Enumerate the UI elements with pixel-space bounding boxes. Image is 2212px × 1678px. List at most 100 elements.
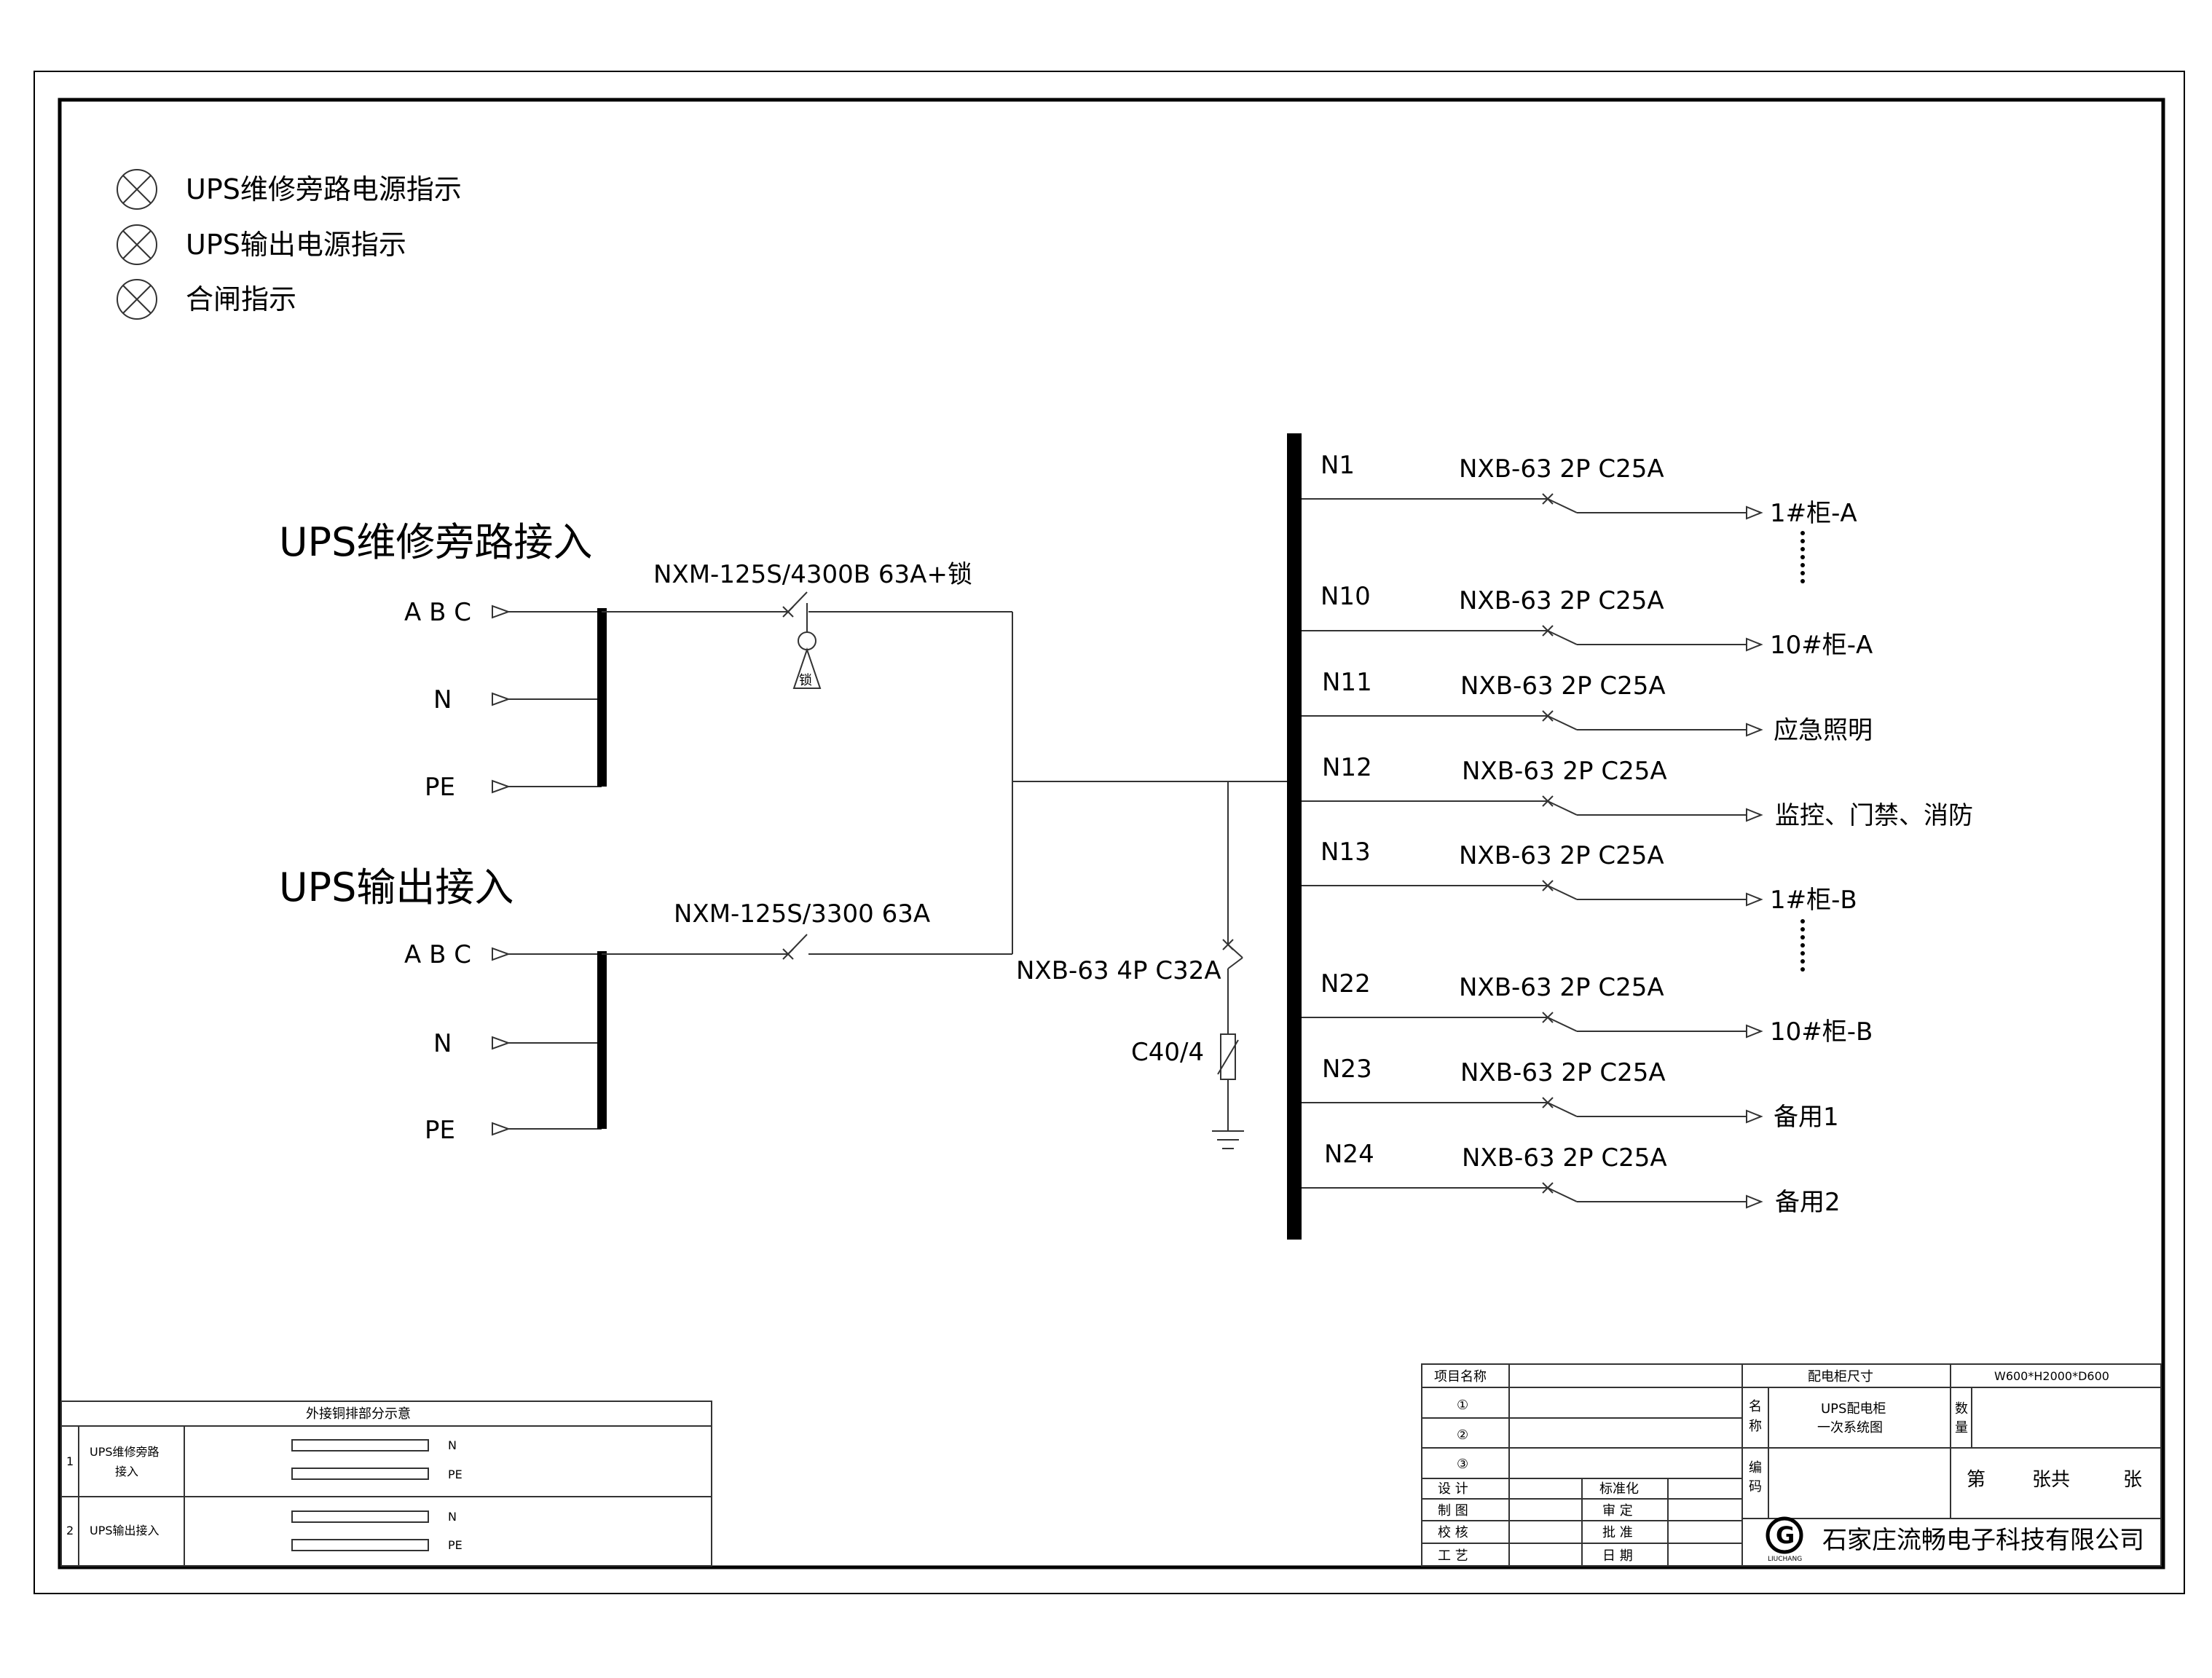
- feeder-circuit: N13: [1320, 838, 1371, 867]
- feeder-load: 备用2: [1775, 1188, 1841, 1217]
- project-name-label: 项目名称: [1434, 1369, 1487, 1384]
- feeder-circuit: N1: [1320, 451, 1355, 480]
- feeder-arrow-icon: [1746, 722, 1763, 737]
- bypass-n-label: N: [433, 685, 452, 714]
- copper-bar-shape: [291, 1539, 429, 1551]
- feeder-circuit: N11: [1322, 668, 1372, 697]
- terminal-arrow-icon: [492, 779, 511, 794]
- company-name: 石家庄流畅电子科技有限公司: [1822, 1526, 2144, 1555]
- feeder-circuit: N23: [1322, 1055, 1372, 1084]
- design-label: 设 计: [1438, 1481, 1468, 1497]
- ups-output-phases-label: A B C: [404, 940, 471, 969]
- logo-text: LIUCHANG: [1768, 1556, 1802, 1563]
- drawing-name: 一次系统图: [1817, 1420, 1883, 1435]
- feeder-circuit: N24: [1324, 1140, 1374, 1169]
- feeder-circuit: N10: [1320, 582, 1371, 611]
- sheet-label: 张共: [2032, 1469, 2070, 1491]
- row-name: UPS输出接入: [90, 1524, 160, 1537]
- code-label: 码: [1749, 1479, 1762, 1494]
- feeder-breaker: NXB-63 2P C25A: [1459, 841, 1664, 870]
- feeder-arrow-icon: [1746, 1194, 1763, 1209]
- code-label: 编: [1749, 1460, 1762, 1476]
- feeder-breaker: NXB-63 2P C25A: [1460, 671, 1666, 701]
- terminal-arrow-icon: [492, 947, 511, 961]
- feeder-load: 监控、门禁、消防: [1775, 801, 1973, 830]
- cabinet-size-value: W600*H2000*D600: [1994, 1369, 2109, 1383]
- indicator-lamp-icon: [117, 169, 157, 210]
- bypass-title: UPS维修旁路接入: [279, 519, 592, 565]
- company-logo: G LIUCHANG: [1766, 1516, 1803, 1563]
- bar-label: PE: [448, 1468, 463, 1481]
- standard-label: 标准化: [1599, 1481, 1639, 1497]
- outer-frame: [34, 71, 2185, 1594]
- circled-1: ①: [1457, 1398, 1468, 1413]
- legend-item: UPS维修旁路电源指示: [186, 173, 462, 205]
- ups-output-copper-bar: [597, 951, 607, 1129]
- terminal-arrow-icon: [492, 1036, 511, 1050]
- name-label: 称: [1749, 1419, 1762, 1434]
- feeder-load: 10#柜-A: [1770, 631, 1873, 660]
- row-number: 1: [66, 1454, 74, 1468]
- drawing-label: 制 图: [1438, 1503, 1468, 1519]
- terminal-arrow-icon: [492, 1122, 511, 1136]
- feeder-breaker: NXB-63 2P C25A: [1459, 973, 1664, 1002]
- terminal-arrow-icon: [492, 692, 511, 706]
- copper-table-title: 外接铜排部分示意: [306, 1406, 411, 1422]
- bypass-pe-label: PE: [425, 773, 455, 802]
- sheet-label: 第: [1967, 1469, 1985, 1491]
- continuation-dots: [1800, 531, 1805, 583]
- feeder-arrow-icon: [1746, 892, 1763, 907]
- check-label: 校 核: [1438, 1525, 1468, 1540]
- lock-label: 锁: [799, 673, 812, 688]
- bypass-phases-label: A B C: [404, 598, 471, 627]
- feeder-row: N1 NXB-63 2P C25A 1#柜-A: [1302, 451, 1857, 528]
- feeder-row: N10 NXB-63 2P C25A 10#柜-A: [1302, 582, 1873, 660]
- feeder-breaker: NXB-63 2P C25A: [1460, 1058, 1666, 1087]
- title-block: 项目名称 ① ② ③ 设 计 制 图 校 核 工 艺 标准化 审 定 批 准 日…: [1421, 1363, 2162, 1567]
- bar-label: N: [448, 1510, 457, 1524]
- feeder-row: N23 NXB-63 2P C25A 备用1: [1302, 1055, 1839, 1132]
- feeder-row: N12 NXB-63 2P C25A 监控、门禁、消防: [1302, 753, 1973, 830]
- ups-output-title: UPS输出接入: [279, 864, 513, 910]
- copper-bar-shape: [291, 1510, 429, 1523]
- feeder-row: N11 NXB-63 2P C25A 应急照明: [1302, 668, 1873, 745]
- legend-item: 合闸指示: [186, 283, 296, 315]
- spd-arrester-label: C40/4: [1131, 1038, 1204, 1067]
- sheet-label: 张: [2123, 1469, 2142, 1491]
- feeder-load: 应急照明: [1774, 716, 1873, 745]
- cabinet-size-label: 配电柜尺寸: [1808, 1369, 1873, 1384]
- copper-bar-shape: [291, 1439, 429, 1451]
- circled-3: ③: [1457, 1457, 1468, 1472]
- bypass-breaker-label: NXM-125S/4300B 63A+锁: [653, 560, 972, 589]
- surge-protection-branch: NXB-63 4P C32A C40/4: [1016, 781, 1244, 1149]
- approve-label: 批 准: [1602, 1525, 1633, 1540]
- continuation-dots: [1800, 919, 1805, 972]
- review-label: 审 定: [1602, 1503, 1633, 1519]
- bar-label: PE: [448, 1538, 463, 1552]
- feeder-row: N22 NXB-63 2P C25A 10#柜-B: [1302, 969, 1873, 1047]
- feeder-list: N1 NXB-63 2P C25A 1#柜-A N10 NXB-63 2P C2…: [1302, 451, 1973, 1217]
- ups-output-breaker-label: NXM-125S/3300 63A: [674, 899, 930, 929]
- feeder-breaker: NXB-63 2P C25A: [1462, 757, 1667, 786]
- ground-icon: [1212, 1130, 1244, 1149]
- feeder-load: 备用1: [1774, 1103, 1839, 1132]
- indicator-lamp-icon: [117, 279, 157, 320]
- feeder-arrow-icon: [1746, 1109, 1763, 1124]
- name-label: 名: [1749, 1399, 1762, 1414]
- feeder-arrow-icon: [1746, 1024, 1763, 1039]
- main-busbar: [1287, 433, 1302, 1240]
- feeder-circuit: N12: [1322, 753, 1372, 782]
- copper-bar-shape: [291, 1468, 429, 1480]
- ups-output-section: UPS输出接入 A B C N PE NXM-125S/3300 63A: [279, 864, 1012, 1145]
- feeder-row: N24 NXB-63 2P C25A 备用2: [1302, 1140, 1841, 1217]
- spd-breaker-label: NXB-63 4P C32A: [1016, 956, 1221, 985]
- indicator-legend: UPS维修旁路电源指示 UPS输出电源指示 合闸指示: [117, 169, 462, 320]
- process-label: 工 艺: [1438, 1548, 1468, 1564]
- date-label: 日 期: [1602, 1548, 1633, 1564]
- qty-label: 量: [1955, 1420, 1968, 1435]
- qty-label: 数: [1955, 1401, 1968, 1417]
- terminal-arrow-icon: [492, 604, 511, 619]
- feeder-circuit: N22: [1320, 969, 1371, 998]
- feeder-arrow-icon: [1746, 637, 1763, 652]
